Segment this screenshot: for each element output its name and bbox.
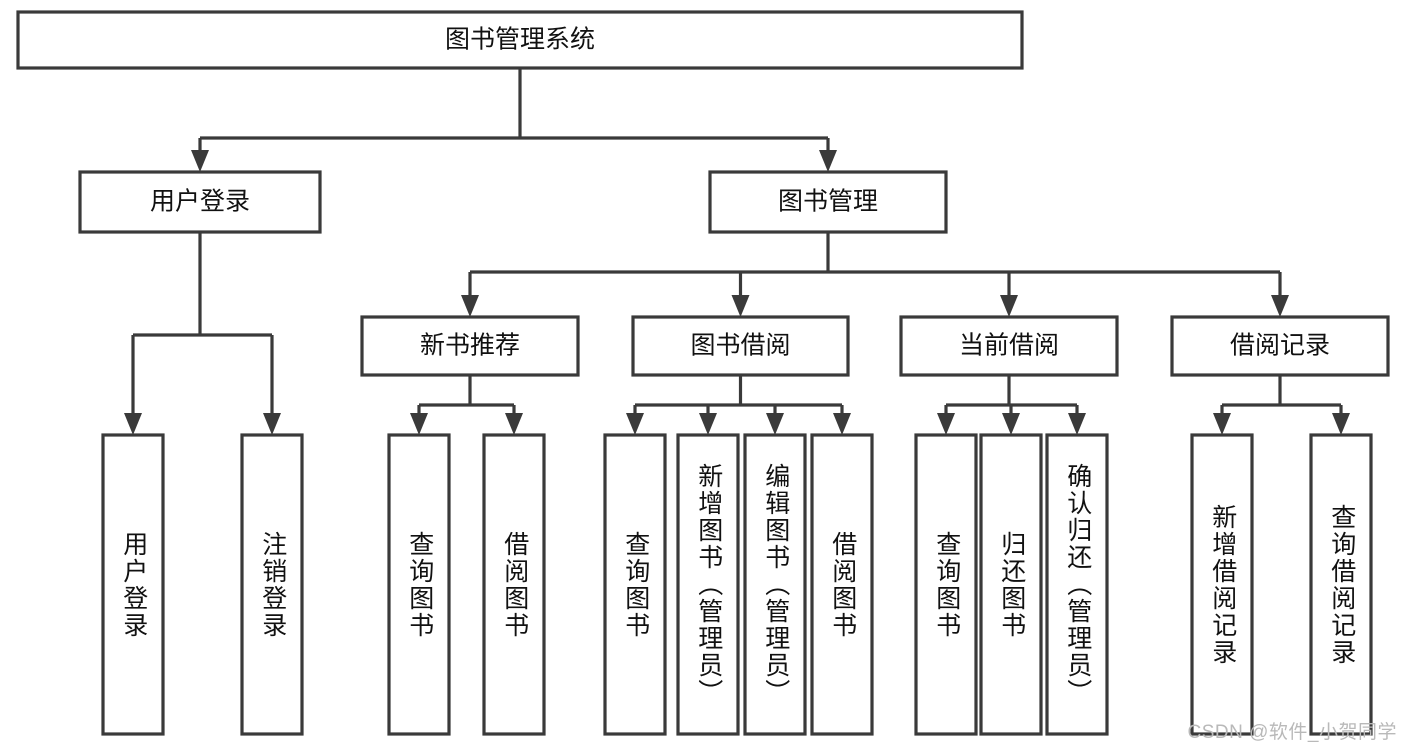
node-box-leaf-borrow-book-2[interactable]: [810, 433, 874, 736]
arrowhead-icon-leaf-query-book-3: [937, 413, 955, 435]
node-box-leaf-logout[interactable]: [240, 433, 304, 736]
arrowhead-icon-leaf-edit-book: [766, 413, 784, 435]
arrowhead-icon-leaf-query-record: [1332, 413, 1350, 435]
node-box-new-book-recommend[interactable]: [360, 315, 580, 377]
arrowhead-icon-leaf-add-record: [1213, 413, 1231, 435]
node-box-leaf-add-record[interactable]: [1190, 433, 1254, 736]
node-box-leaf-add-book[interactable]: [676, 433, 740, 736]
boxes-layer: [16, 10, 1390, 736]
arrowhead-icon-new-book-recommend: [461, 295, 479, 317]
node-box-user-login[interactable]: [78, 170, 322, 234]
node-label-new-book-recommend: 新书推荐: [420, 332, 520, 360]
node-box-leaf-user-login[interactable]: [101, 433, 165, 736]
arrowhead-icon-book-borrow: [731, 295, 750, 317]
arrowhead-icon-leaf-borrow-book-2: [833, 413, 851, 435]
arrowhead-icon-leaf-logout: [263, 413, 281, 435]
arrowhead-icon-user-login: [191, 150, 209, 172]
node-box-leaf-query-book-1[interactable]: [387, 433, 451, 736]
arrowhead-icon-borrow-records: [1271, 295, 1289, 317]
node-label-root: 图书管理系统: [445, 26, 595, 54]
node-box-root[interactable]: [16, 10, 1024, 70]
node-box-leaf-query-record[interactable]: [1309, 433, 1373, 736]
connectors-layer: [124, 68, 1350, 435]
node-box-leaf-confirm-return[interactable]: [1045, 433, 1109, 736]
arrowhead-icon-leaf-user-login: [124, 413, 142, 435]
node-label-book-manage: 图书管理: [778, 188, 878, 216]
node-box-leaf-return-book[interactable]: [979, 433, 1043, 736]
arrowhead-icon-current-borrow: [1000, 295, 1018, 317]
node-box-book-borrow[interactable]: [631, 315, 850, 377]
node-label-user-login: 用户登录: [150, 188, 250, 216]
node-box-book-manage[interactable]: [708, 170, 948, 234]
node-label-book-borrow: 图书借阅: [690, 332, 790, 360]
node-label-borrow-records: 借阅记录: [1230, 332, 1330, 360]
node-box-current-borrow[interactable]: [899, 315, 1119, 377]
node-box-leaf-borrow-book-1[interactable]: [482, 433, 546, 736]
node-label-current-borrow: 当前借阅: [959, 332, 1059, 360]
arrowhead-icon-leaf-add-book: [699, 413, 717, 435]
node-box-leaf-query-book-3[interactable]: [914, 433, 978, 736]
arrowhead-icon-leaf-query-book-1: [410, 413, 428, 435]
node-box-borrow-records[interactable]: [1170, 315, 1390, 377]
arrowhead-icon-book-manage: [819, 150, 837, 172]
arrowhead-icon-leaf-return-book: [1002, 413, 1020, 435]
watermark-text: CSDN @软件_小贺同学: [1187, 722, 1397, 743]
arrowhead-icon-leaf-confirm-return: [1068, 413, 1086, 435]
node-box-leaf-edit-book[interactable]: [743, 433, 807, 736]
arrowhead-icon-leaf-borrow-book-1: [505, 413, 523, 435]
arrowhead-icon-leaf-query-book-2: [626, 413, 644, 435]
node-box-leaf-query-book-2[interactable]: [603, 433, 667, 736]
